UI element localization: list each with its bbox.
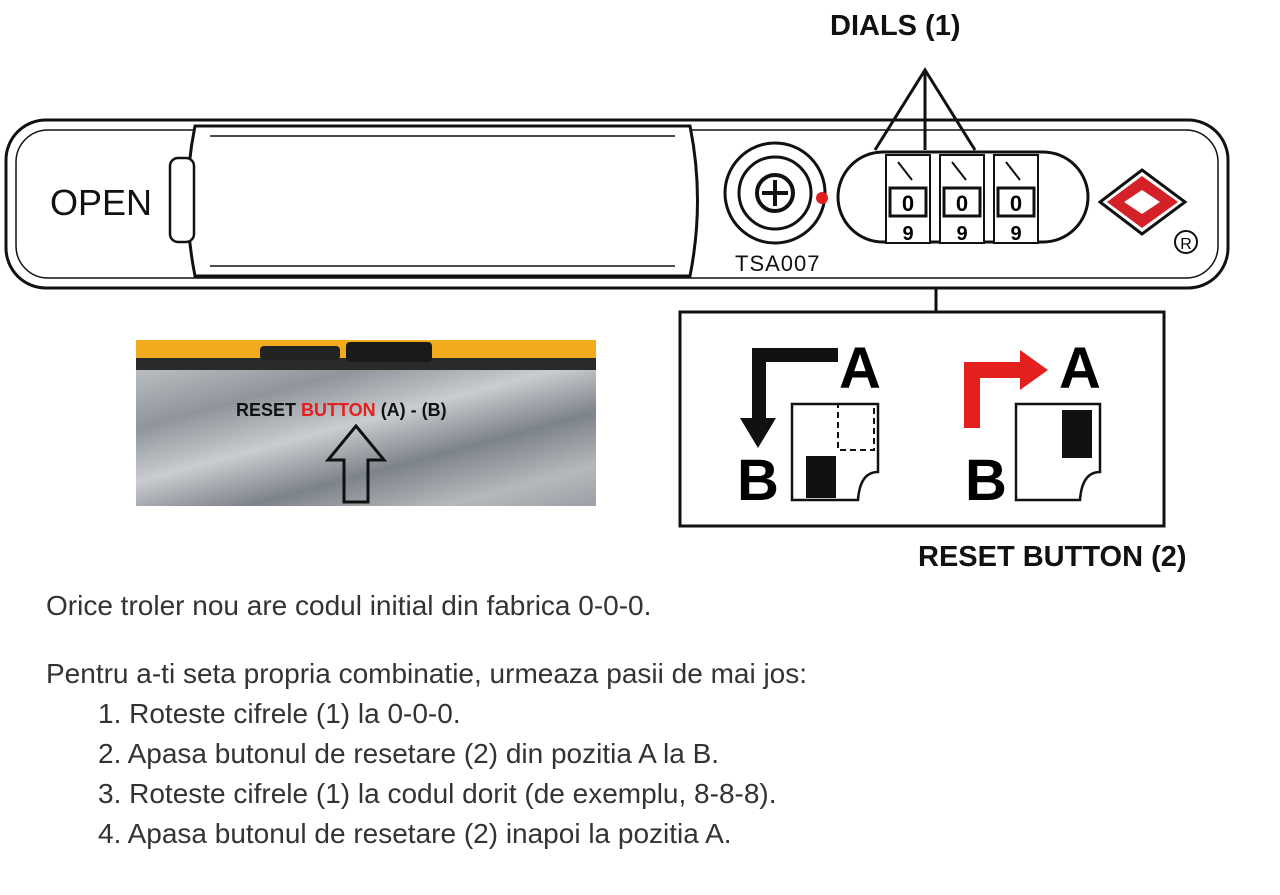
- tsa-label: TSA007: [735, 251, 821, 276]
- left-position-a: A: [839, 336, 881, 401]
- intro-text: Orice troler nou are codul initial din f…: [46, 590, 652, 621]
- right-position-b: B: [965, 448, 1007, 513]
- right-switch-knob-a: [1062, 410, 1092, 458]
- up-arrow-icon: [324, 423, 388, 504]
- left-switch-knob-b: [806, 456, 836, 498]
- step-1: 1. Roteste cifrele (1) la 0-0-0.: [98, 698, 461, 729]
- step-3: 3. Roteste cifrele (1) la codul dorit (d…: [98, 778, 777, 809]
- photo-caption-prefix: RESET: [236, 400, 302, 420]
- left-position-b: B: [737, 448, 779, 513]
- dial-3-next: 9: [1010, 223, 1021, 245]
- lead-text: Pentru a-ti seta propria combinatie, urm…: [46, 658, 808, 689]
- photo-slider: [346, 342, 432, 362]
- registered-mark: [1174, 230, 1198, 254]
- red-indicator-dot: [816, 192, 828, 204]
- open-slider[interactable]: [186, 124, 699, 278]
- dial-1[interactable]: [885, 154, 931, 244]
- right-position-a: A: [1059, 336, 1101, 401]
- photo-lock: [260, 346, 340, 360]
- registered-letter: R: [1180, 236, 1192, 253]
- steps-list: 1. Roteste cifrele (1) la 0-0-0. 2. Apas…: [46, 694, 807, 854]
- red-arrow-b-to-a-icon: [964, 350, 1048, 428]
- dial-3[interactable]: [993, 154, 1039, 244]
- photo-caption: RESET BUTTON (A) - (B): [236, 400, 447, 421]
- step-4: 4. Apasa butonul de resetare (2) inapoi …: [98, 818, 732, 849]
- step-2: 2. Apasa butonul de resetare (2) din poz…: [98, 738, 720, 769]
- keyhole-slot: [762, 180, 788, 206]
- dial-2-digit: 0: [956, 191, 968, 216]
- dial-1-next: 9: [902, 223, 913, 245]
- luggage-photo: RESET BUTTON (A) - (B): [136, 340, 596, 506]
- dials-label: DIALS (1): [830, 10, 961, 42]
- dials-pointer: [873, 67, 977, 151]
- slider-tab: [168, 156, 196, 244]
- left-switch-ghost: [837, 403, 875, 451]
- dial-3-digit: 0: [1010, 191, 1022, 216]
- dial-2[interactable]: [939, 154, 985, 244]
- open-label: OPEN: [50, 182, 153, 223]
- reset-button-label: RESET BUTTON (2): [918, 541, 1187, 573]
- dial-1-digit: 0: [902, 191, 914, 216]
- photo-caption-suffix: (A) - (B): [375, 400, 447, 420]
- black-arrow-a-to-b-icon: [740, 348, 838, 448]
- luggage-lining: [136, 362, 596, 506]
- photo-caption-highlight: BUTTON: [301, 400, 376, 420]
- keyhole-icon: [755, 173, 795, 213]
- tsa-logo-icon: [1097, 168, 1188, 236]
- luggage-frame-bar: [136, 358, 596, 370]
- dial-2-next: 9: [956, 223, 967, 245]
- instructions: Orice troler nou are codul initial din f…: [46, 586, 807, 854]
